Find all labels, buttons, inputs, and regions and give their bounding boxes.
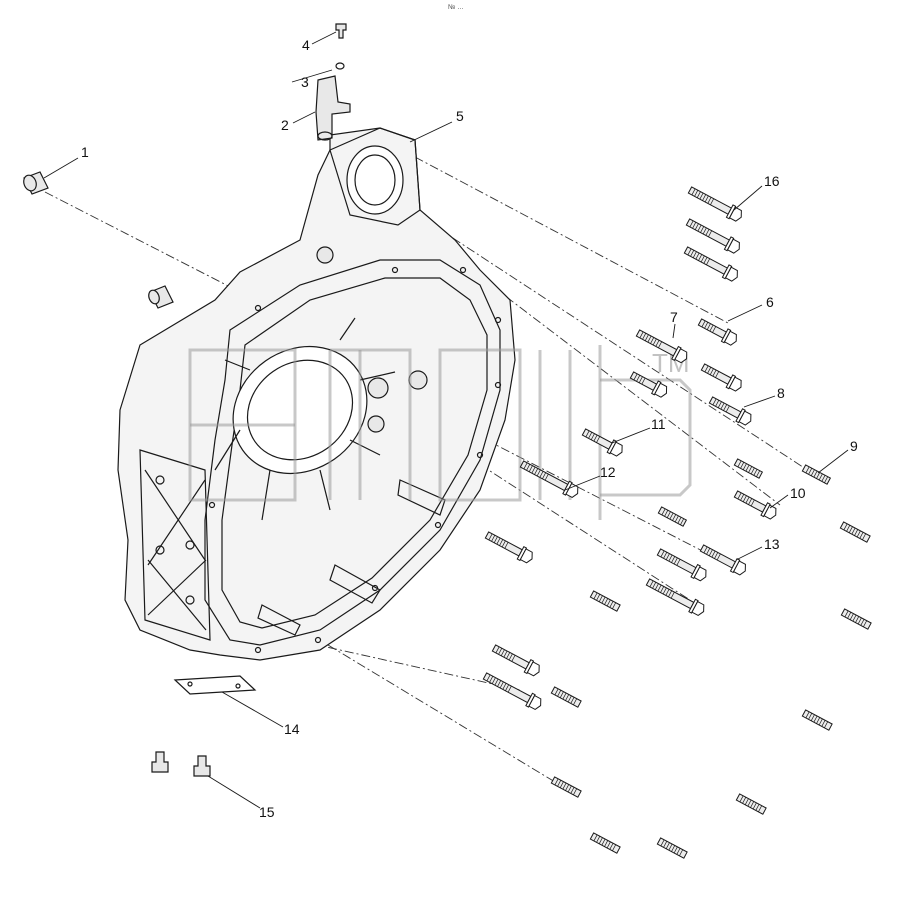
stud-part <box>840 608 872 630</box>
bolt-part <box>645 578 705 617</box>
flywheel-housing <box>117 127 516 661</box>
stud-part <box>550 776 582 798</box>
callout-7: 7 <box>670 309 678 325</box>
callout-1: 1 <box>81 144 89 160</box>
callout-13: 13 <box>764 536 780 552</box>
callout-labels: 1 2 3 4 5 6 7 8 9 10 11 12 13 14 15 16 <box>81 37 858 820</box>
bolt-part <box>484 531 533 564</box>
callout-3: 3 <box>301 74 309 90</box>
stud-part <box>735 793 767 815</box>
bolt-part <box>635 329 688 364</box>
bolt-part <box>581 428 623 457</box>
stud-part <box>733 458 764 479</box>
bolt-part <box>685 218 740 254</box>
callout-6: 6 <box>766 294 774 310</box>
bolt-part <box>708 396 752 426</box>
callout-8: 8 <box>777 385 785 401</box>
bolt-part <box>697 318 737 346</box>
stud-part <box>801 709 833 731</box>
bolt-part <box>629 371 668 398</box>
bolt-part <box>733 490 777 520</box>
callout-11: 11 <box>651 416 666 432</box>
callout-4: 4 <box>302 37 310 53</box>
leader-lines <box>43 31 849 809</box>
callout-2: 2 <box>281 117 289 133</box>
cover-screws <box>151 751 211 777</box>
callout-14: 14 <box>284 721 300 737</box>
callout-16: 16 <box>764 173 780 189</box>
stud-part <box>589 590 621 612</box>
stud-part <box>839 521 871 543</box>
top-mark: № ... <box>448 4 463 11</box>
bolt-part <box>700 363 742 392</box>
dowel-sleeve-part <box>23 171 174 309</box>
stud-part <box>589 832 621 854</box>
fasteners <box>482 186 872 859</box>
bolt-part <box>699 544 746 576</box>
bolt-part <box>656 548 707 582</box>
callout-5: 5 <box>456 108 464 124</box>
stud-part <box>550 686 582 708</box>
bolt-part <box>687 186 742 222</box>
callout-9: 9 <box>850 438 858 454</box>
bolt-part <box>519 460 579 499</box>
watermark-logo: ТМ <box>188 345 692 520</box>
callout-10: 10 <box>790 485 806 501</box>
sensor-assembly <box>315 23 351 141</box>
callout-15: 15 <box>259 804 275 820</box>
stud-part <box>656 837 688 859</box>
callout-12: 12 <box>600 464 616 480</box>
cover-plate-part <box>173 675 257 695</box>
stud-part <box>801 464 832 485</box>
bolt-part <box>491 644 540 677</box>
stud-part <box>657 506 688 527</box>
bolt-part <box>683 246 738 282</box>
bolt-part <box>482 672 542 711</box>
